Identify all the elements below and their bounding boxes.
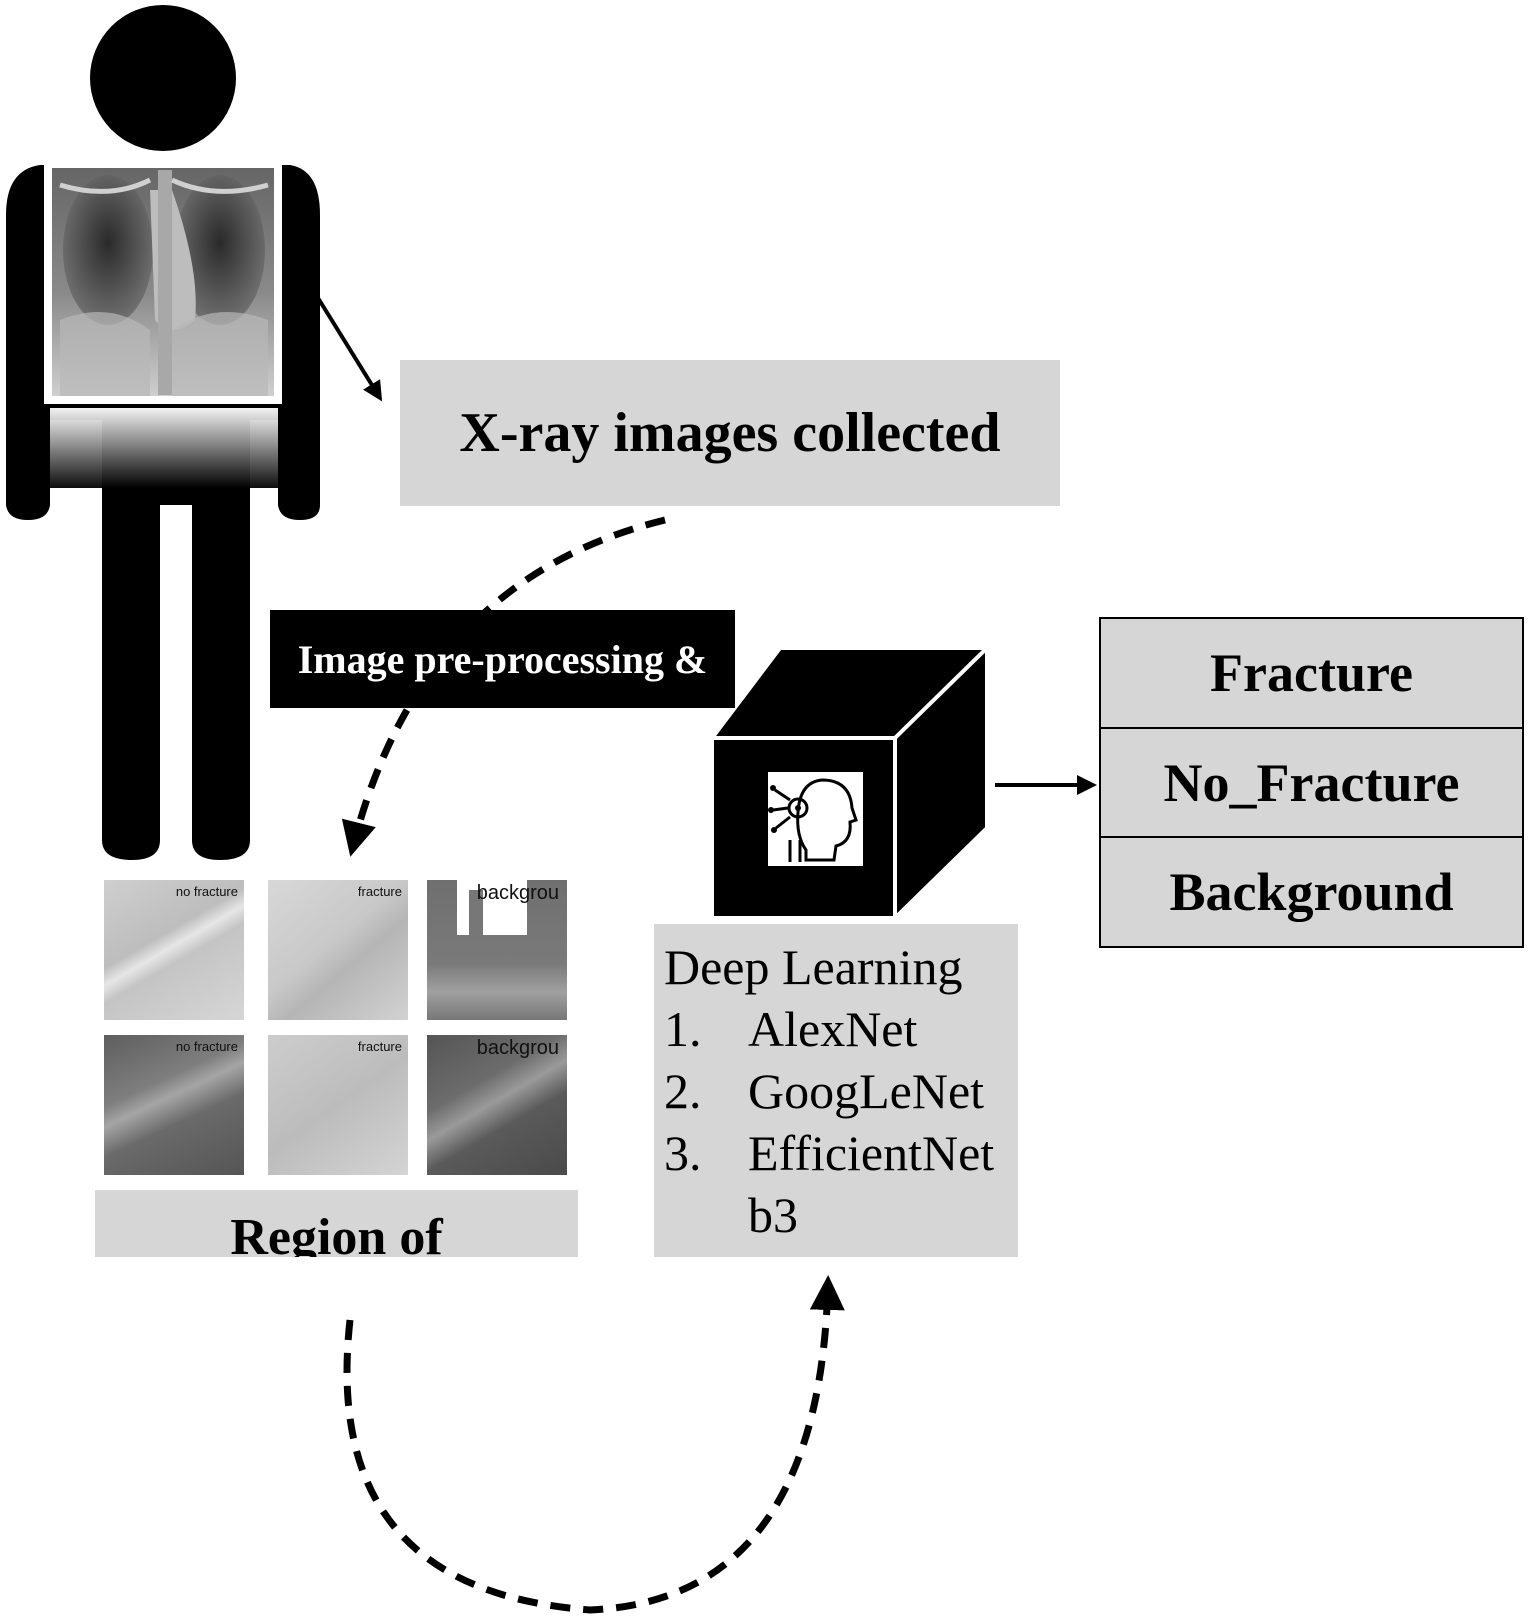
model-item: 1. AlexNet (664, 998, 1008, 1060)
model-number: 1. (664, 1001, 702, 1057)
output-classes-table: Fracture No_Fracture Background (1099, 617, 1524, 948)
model-number: 3. (664, 1125, 702, 1181)
model-number: 2. (664, 1063, 702, 1119)
preprocessing-label: Image pre-processing & (270, 610, 735, 708)
xray-images-collected-label: X-ray images collected (400, 360, 1060, 506)
roi-patch-label: fracture (357, 884, 402, 899)
roi-patch-label: no fracture (175, 884, 238, 899)
class-no-fracture: No_Fracture (1101, 726, 1522, 837)
roi-to-dl-dashed-arrow (343, 1275, 845, 1614)
model-item: 3. EfficientNetb3 (664, 1122, 1008, 1246)
deep-learning-title: Deep Learning (664, 939, 963, 995)
region-of-interest-label: Region of (95, 1190, 578, 1257)
class-fracture: Fracture (1210, 642, 1413, 703)
roi-patch-label: no fracture (175, 1039, 238, 1054)
roi-patch-label: backgrou (476, 1037, 559, 1059)
roi-patch-label: backgrou (476, 882, 559, 904)
xray-to-label-arrow (316, 296, 383, 402)
black-box-cube-icon (707, 643, 992, 923)
person-silhouette-icon (6, 5, 320, 860)
chest-xray-image (44, 160, 282, 404)
model-name: AlexNet (748, 1001, 918, 1057)
model-name: EfficientNetb3 (748, 1125, 995, 1243)
roi-patch-2: fracture (268, 880, 408, 1020)
roi-patch-6: backgrou (427, 1035, 567, 1175)
deep-learning-box: Deep Learning 1. AlexNet 2. GoogLeNet 3.… (654, 924, 1018, 1257)
model-item: 2. GoogLeNet (664, 1060, 1008, 1122)
roi-patch-1: no fracture (104, 880, 244, 1020)
roi-patch-5: fracture (268, 1035, 408, 1175)
roi-patch-label: fracture (357, 1039, 402, 1054)
class-background: Background (1101, 836, 1522, 946)
roi-patch-4: no fracture (104, 1035, 244, 1175)
model-name: GoogLeNet (748, 1063, 985, 1119)
ai-head-icon (768, 772, 863, 866)
roi-patch-3: backgrou (427, 880, 567, 1020)
